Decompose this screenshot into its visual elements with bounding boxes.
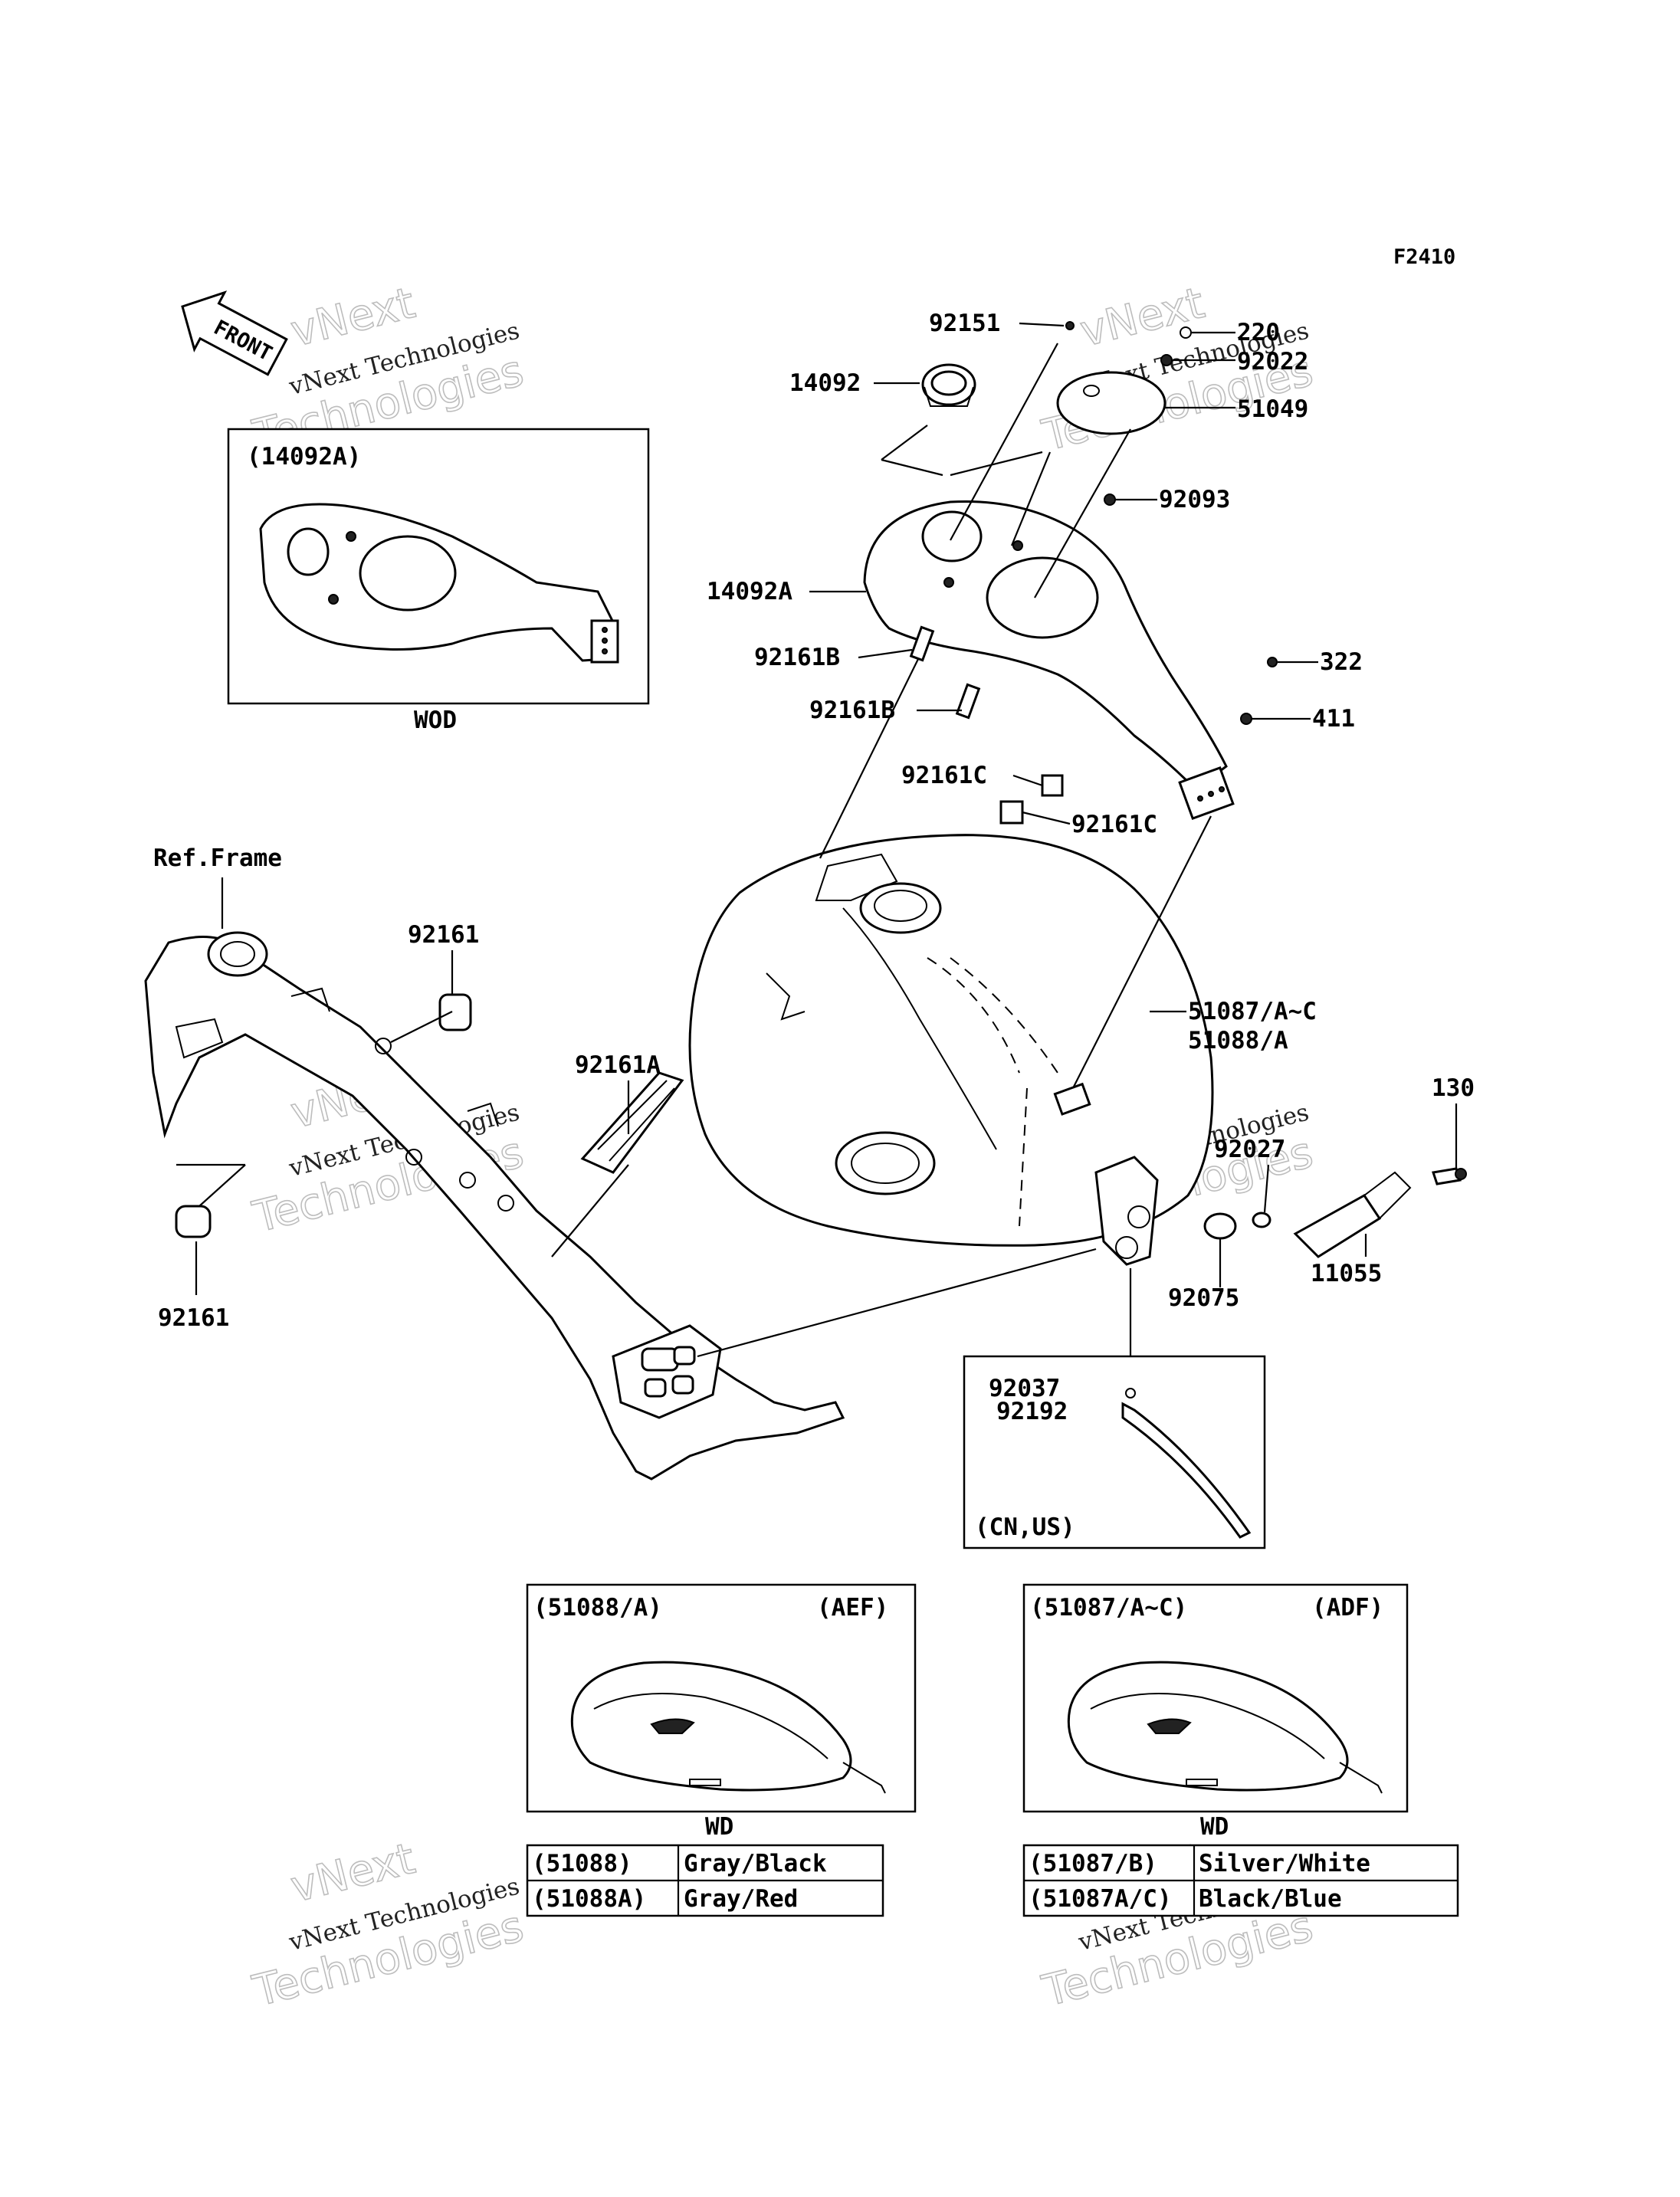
inset-51088-code: (AEF) xyxy=(817,1594,888,1622)
inset-hose: 92037 92192 (CN,US) xyxy=(963,1355,1266,1549)
figure-id: F2410 xyxy=(1393,245,1455,269)
table-51088-r0c0: (51088) xyxy=(532,1850,632,1877)
emblem-51049 xyxy=(1056,371,1166,435)
label-322: 322 xyxy=(1320,648,1363,676)
bracket-assembly xyxy=(1094,1156,1467,1266)
front-arrow-icon: FRONT xyxy=(181,290,288,376)
label-92161-top: 92161 xyxy=(408,921,479,949)
inset-tank-51088: (51088/A) (AEF) WD (51088) Gray/Black (5… xyxy=(526,1583,917,1917)
label-411: 411 xyxy=(1312,705,1355,733)
fuel-cap-14092 xyxy=(921,363,976,407)
label-92027: 92027 xyxy=(1214,1136,1285,1163)
label-92161-bot: 92161 xyxy=(158,1304,229,1332)
inset-51087-code: (ADF) xyxy=(1312,1594,1383,1622)
inset-cover-caption: WOD xyxy=(414,707,457,734)
tank-cover-14092A xyxy=(863,500,1235,820)
leader-lines xyxy=(176,322,1458,1412)
table-51088-r1c1: Gray/Red xyxy=(684,1885,798,1913)
label-92161C-2: 92161C xyxy=(1071,811,1157,838)
label-92022: 92022 xyxy=(1237,348,1308,375)
watermark-5: vNext vNext Technologies Technologies xyxy=(248,1833,529,2017)
label-51049: 51049 xyxy=(1237,395,1308,423)
table-51088-r1c0: (51088A) xyxy=(532,1885,646,1913)
ref-frame-label: Ref.Frame xyxy=(153,844,282,872)
table-51087-r1c1: Black/Blue xyxy=(1199,1885,1342,1913)
label-92151: 92151 xyxy=(929,310,1000,337)
table-51087-r1c0: (51087A/C) xyxy=(1029,1885,1172,1913)
label-92161A: 92161A xyxy=(575,1051,661,1079)
label-130: 130 xyxy=(1432,1074,1475,1102)
frame xyxy=(144,931,845,1481)
table-51087-r0c0: (51087/B) xyxy=(1029,1850,1157,1877)
label-92161B-2: 92161B xyxy=(809,697,895,724)
inset-hose-footer: (CN,US) xyxy=(975,1513,1075,1541)
label-92161C-1: 92161C xyxy=(901,762,987,789)
rubber-mounts-92161 xyxy=(175,993,472,1238)
inset-51088-header: (51088/A) xyxy=(533,1594,662,1622)
rubber-92161A xyxy=(580,1071,684,1174)
part-labels: 92151 220 92022 51049 14092 92093 14092A… xyxy=(153,310,1475,1332)
label-92075: 92075 xyxy=(1168,1284,1239,1312)
table-51088-r0c1: Gray/Black xyxy=(684,1850,827,1877)
inset-cover-header: (14092A) xyxy=(247,443,361,471)
pads-92161B-92161C xyxy=(909,625,1064,825)
label-14092: 14092 xyxy=(789,369,861,397)
inset-51087-caption: WD xyxy=(1200,1813,1229,1841)
inset-51087-header: (51087/A~C) xyxy=(1030,1594,1187,1622)
label-92161B-1: 92161B xyxy=(754,644,840,671)
inset-tank-51087: (51087/A~C) (ADF) WD (51087/B) Silver/Wh… xyxy=(1022,1583,1459,1917)
label-11055: 11055 xyxy=(1311,1260,1382,1287)
fuel-tank-51087-51088 xyxy=(688,834,1214,1247)
label-220: 220 xyxy=(1237,319,1280,346)
label-14092A: 14092A xyxy=(707,578,792,605)
label-51088: 51088/A xyxy=(1188,1027,1288,1054)
label-92192: 92192 xyxy=(996,1398,1068,1425)
table-51087-r0c1: Silver/White xyxy=(1199,1850,1370,1877)
inset-51088-caption: WD xyxy=(705,1813,733,1841)
label-51087: 51087/A~C xyxy=(1188,998,1317,1025)
label-92037: 92037 xyxy=(989,1375,1060,1402)
label-92093: 92093 xyxy=(1159,486,1230,513)
inset-tank-cover: (14092A) WOD xyxy=(227,428,650,734)
